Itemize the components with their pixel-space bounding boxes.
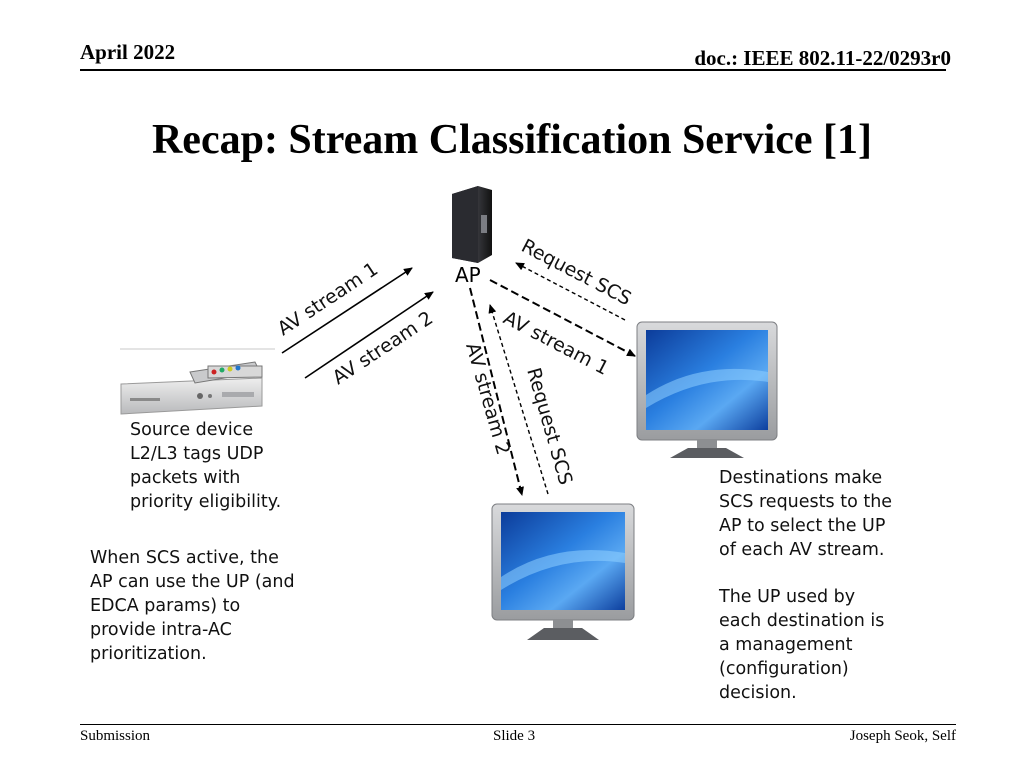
header-rule bbox=[80, 69, 946, 71]
header-date: April 2022 bbox=[80, 40, 176, 64]
destinations-description: Destinations make SCS requests to the AP… bbox=[719, 466, 892, 562]
destination-1-monitor-icon bbox=[636, 321, 778, 458]
scs-active-description: When SCS active, the AP can use the UP (… bbox=[90, 546, 295, 666]
destination-2-monitor-icon bbox=[491, 503, 635, 640]
text-line: a management bbox=[719, 635, 853, 655]
footer-slide-number: Slide 3 bbox=[493, 728, 536, 744]
arrow-src-av1 bbox=[281, 267, 413, 354]
text-line: AP can use the UP (and bbox=[90, 572, 295, 592]
text-line: Destinations make bbox=[719, 468, 883, 488]
arrow-src-av2 bbox=[304, 291, 434, 379]
footer-rule bbox=[80, 724, 956, 725]
up-usage-description: The UP used by each destination is a man… bbox=[719, 585, 884, 705]
text-line: priority eligibility. bbox=[130, 492, 282, 512]
ap-label: AP bbox=[455, 263, 481, 287]
text-line: (configuration) bbox=[719, 659, 849, 679]
ap-device-icon bbox=[452, 186, 492, 263]
text-line: The UP used by bbox=[719, 587, 856, 607]
text-line: SCS requests to the bbox=[719, 492, 893, 512]
arrow-dest1-av1 bbox=[489, 279, 636, 357]
footer-submission: Submission bbox=[80, 728, 151, 744]
source-device-icon bbox=[120, 348, 275, 415]
text-line: prioritization. bbox=[90, 644, 207, 664]
label-dest2-request: Request SCS bbox=[522, 365, 576, 487]
text-line: L2/L3 tags UDP bbox=[130, 444, 264, 464]
slide-title: Recap: Stream Classification Service [1] bbox=[151, 117, 873, 163]
text-line: Source device bbox=[130, 420, 254, 440]
text-line: packets with bbox=[130, 468, 241, 488]
text-line: When SCS active, the bbox=[90, 548, 279, 568]
arrow-dest2-request bbox=[488, 304, 549, 495]
source-device-description: Source device L2/L3 tags UDP packets wit… bbox=[130, 418, 281, 514]
text-line: EDCA params) to bbox=[90, 596, 241, 616]
text-line: each destination is bbox=[719, 611, 885, 631]
text-line: decision. bbox=[719, 683, 797, 703]
text-line: AP to select the UP bbox=[719, 516, 886, 536]
label-src-av2: AV stream 2 bbox=[329, 307, 437, 389]
label-dest1-av1: AV stream 1 bbox=[500, 307, 613, 380]
header-doc-id: doc.: IEEE 802.11-22/0293r0 bbox=[694, 46, 951, 70]
text-line: of each AV stream. bbox=[719, 540, 885, 560]
text-line: provide intra-AC bbox=[90, 620, 232, 640]
footer-author: Joseph Seok, Self bbox=[849, 728, 956, 744]
